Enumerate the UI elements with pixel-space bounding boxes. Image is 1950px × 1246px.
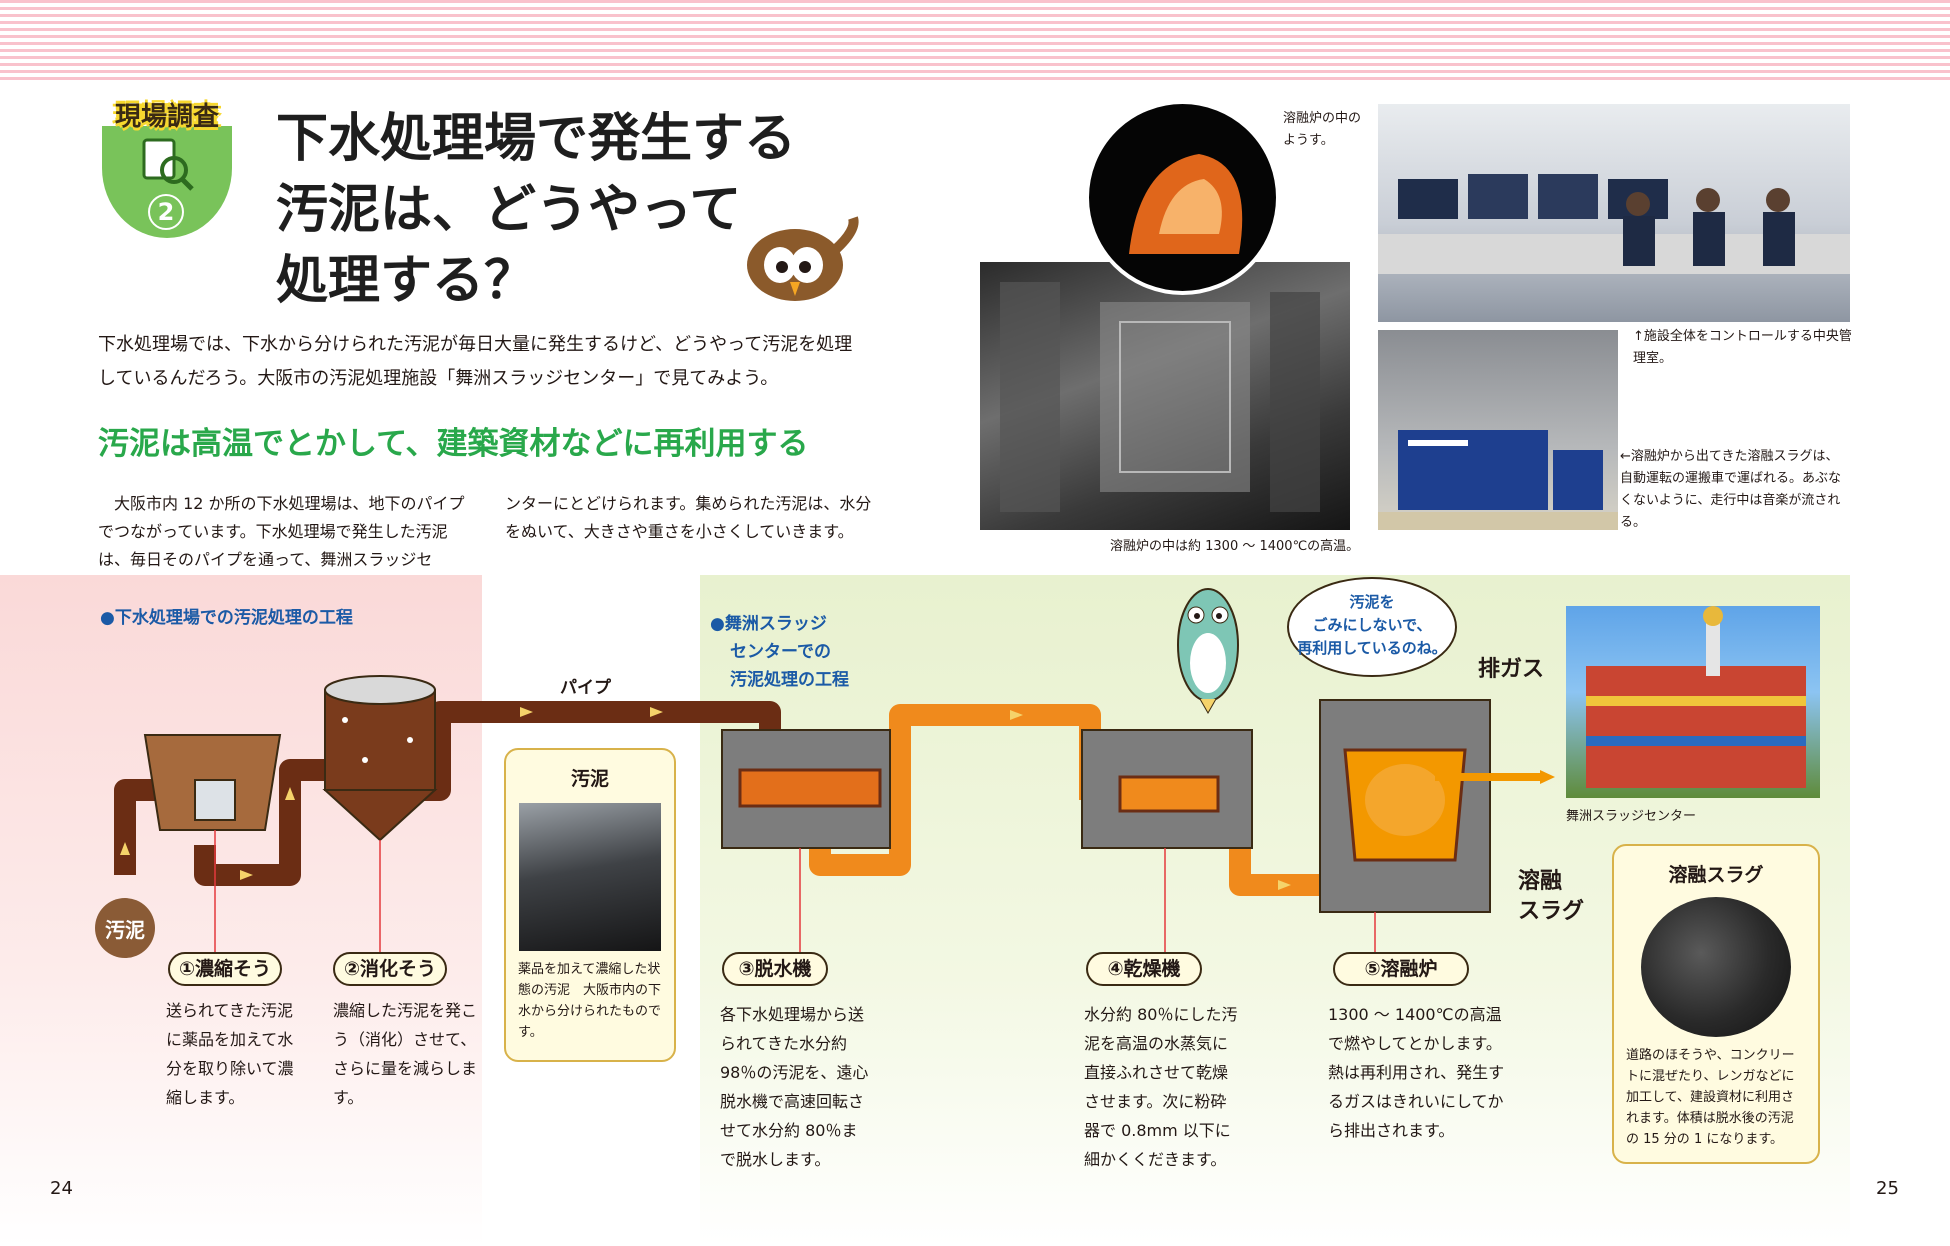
badge-label: 現場調査 bbox=[114, 102, 219, 132]
dried-sludge-pipe bbox=[809, 704, 1341, 896]
flow-arrows bbox=[120, 707, 1291, 890]
melting-furnace-illustration bbox=[1319, 699, 1491, 913]
slag-box-title: 溶融スラグ bbox=[1668, 864, 1764, 886]
slag-vehicle-caption: ←溶融炉から出てきた溶融スラグは、自動運転の運搬車で運ばれる。あぶなくないように… bbox=[1620, 449, 1842, 530]
slag-vehicle-photo bbox=[1378, 330, 1618, 530]
dewatering-machine-illustration bbox=[721, 729, 891, 849]
pipe-label: パイプ bbox=[560, 677, 612, 698]
speech-bubble: 汚泥を ごみにしないで、 再利用しているのね。 bbox=[1287, 577, 1457, 677]
section-heading: 汚泥は高温でとかして、建築資材などに再利用する bbox=[98, 426, 809, 462]
step-dewatering-label: ③脱水機 bbox=[722, 952, 828, 986]
document-magnifier-icon bbox=[142, 138, 194, 191]
left-process-title: ●下水処理場での汚泥処理の工程 bbox=[100, 608, 353, 628]
step-dryer-label: ④乾燥機 bbox=[1086, 952, 1202, 986]
bubble-line-1: 汚泥を bbox=[1349, 593, 1395, 611]
bubble-line-2: ごみにしないで、 bbox=[1312, 616, 1432, 634]
step-melting-furnace-text: 1300 ～ 1400℃の高温で燃やしてとかします。熱は再利用され、発生するガス… bbox=[1328, 1005, 1505, 1140]
molten-slag-photo bbox=[1641, 897, 1791, 1037]
right-process-title-line-2: センターでの bbox=[730, 642, 831, 662]
step-digestion-text: 濃縮した汚泥を発こう（消化）させて、さらに量を減らします。 bbox=[333, 1001, 478, 1107]
maishima-sludge-center-photo bbox=[1566, 606, 1820, 798]
molten-slag-box: 溶融スラグ 道路のほそうや、コンクリートに混ぜたり、レンガなどに加工して、建設資… bbox=[1612, 844, 1820, 1164]
control-room-photo bbox=[1378, 104, 1850, 322]
body-paragraph-right: ンターにとどけられます。集められた汚泥は、水分をぬいて、大きさや重さを小さくして… bbox=[505, 494, 872, 541]
control-room-caption: ↑施設全体をコントロールする中央管理室。 bbox=[1633, 329, 1852, 366]
furnace-photo bbox=[980, 262, 1350, 530]
furnace-inner-caption: 溶融炉の中のようす。 bbox=[1283, 111, 1362, 148]
fish-mascot-illustration bbox=[1177, 588, 1239, 715]
page-number-right: 25 bbox=[1876, 1178, 1899, 1199]
thickening-tank-illustration bbox=[143, 734, 282, 831]
furnace-inner-photo bbox=[1085, 100, 1280, 295]
slag-label-line-1: 溶融 bbox=[1518, 868, 1562, 894]
title-line-3: 処理する？ bbox=[276, 251, 537, 311]
bubble-line-3: 再利用しているのね。 bbox=[1297, 639, 1447, 657]
title-line-2: 汚泥は、どうやって bbox=[276, 180, 742, 240]
step-dryer-text: 水分約 80％にした汚泥を高温の水蒸気に直接ふれさせて乾燥させます。次に粉砕器で… bbox=[1084, 1005, 1238, 1169]
step-melting-furnace-label: ⑤溶融炉 bbox=[1333, 952, 1469, 986]
sludge-sample-photo bbox=[519, 803, 661, 951]
right-process-title: ●舞洲スラッジ センターでの 汚泥処理の工程 bbox=[710, 610, 910, 694]
dryer-illustration bbox=[1081, 729, 1253, 849]
step-thickening-text: 送られてきた汚泥に薬品を加えて水分を取り除いて濃縮します。 bbox=[166, 1001, 294, 1107]
sludge-input-label: 汚泥 bbox=[105, 918, 145, 942]
top-stripe-band bbox=[0, 0, 1950, 84]
field-survey-badge: 現場調査 2 bbox=[98, 96, 236, 238]
sludge-box-text: 薬品を加えて濃縮した状態の汚泥 大阪市内の下水から分けられたものです。 bbox=[518, 962, 662, 1040]
title-line-1: 下水処理場で発生する bbox=[276, 109, 797, 169]
step-thickening-label: ①濃縮そう bbox=[168, 952, 282, 986]
step-dewatering-text: 各下水処理場から送られてきた水分約98％の汚泥を、遠心脱水機で高速回転させて水分… bbox=[720, 1005, 869, 1169]
body-paragraph-left: 大阪市内 12 か所の下水処理場は、地下のパイプでつながっています。下水処理場で… bbox=[98, 494, 465, 569]
furnace-caption: 溶融炉の中は約 1300 ～ 1400℃の高温。 bbox=[1110, 539, 1360, 554]
maishima-photo-caption: 舞洲スラッジセンター bbox=[1566, 809, 1697, 824]
sludge-input-circle bbox=[95, 898, 155, 958]
sludge-box-title: 汚泥 bbox=[570, 768, 609, 790]
exhaust-gas-label: 排ガス bbox=[1478, 657, 1544, 682]
page-number-left: 24 bbox=[50, 1178, 73, 1199]
digestion-tank-illustration bbox=[322, 675, 438, 842]
right-process-title-line-1: ●舞洲スラッジ bbox=[710, 614, 827, 634]
right-process-title-line-3: 汚泥処理の工程 bbox=[730, 670, 849, 690]
badge-circle bbox=[102, 126, 232, 238]
page-title: 下水処理場で発生する 汚泥は、どうやって 処理する？ bbox=[276, 104, 836, 317]
sludge-sample-box: 汚泥 薬品を加えて濃縮した状態の汚泥 大阪市内の下水から分けられたものです。 bbox=[504, 748, 676, 1062]
intro-paragraph: 下水処理場では、下水から分けられた汚泥が毎日大量に発生するけど、どうやって汚泥を… bbox=[98, 334, 853, 389]
slag-box-text: 道路のほそうや、コンクリートに混ぜたり、レンガなどに加工して、建設資材に利用され… bbox=[1626, 1048, 1795, 1147]
step-digestion-label: ②消化そう bbox=[333, 952, 447, 986]
slag-label-line-2: スラグ bbox=[1518, 898, 1584, 924]
badge-number: 2 bbox=[148, 194, 184, 230]
leader-lines bbox=[214, 830, 1376, 952]
owl-mascot-illustration bbox=[747, 216, 859, 301]
